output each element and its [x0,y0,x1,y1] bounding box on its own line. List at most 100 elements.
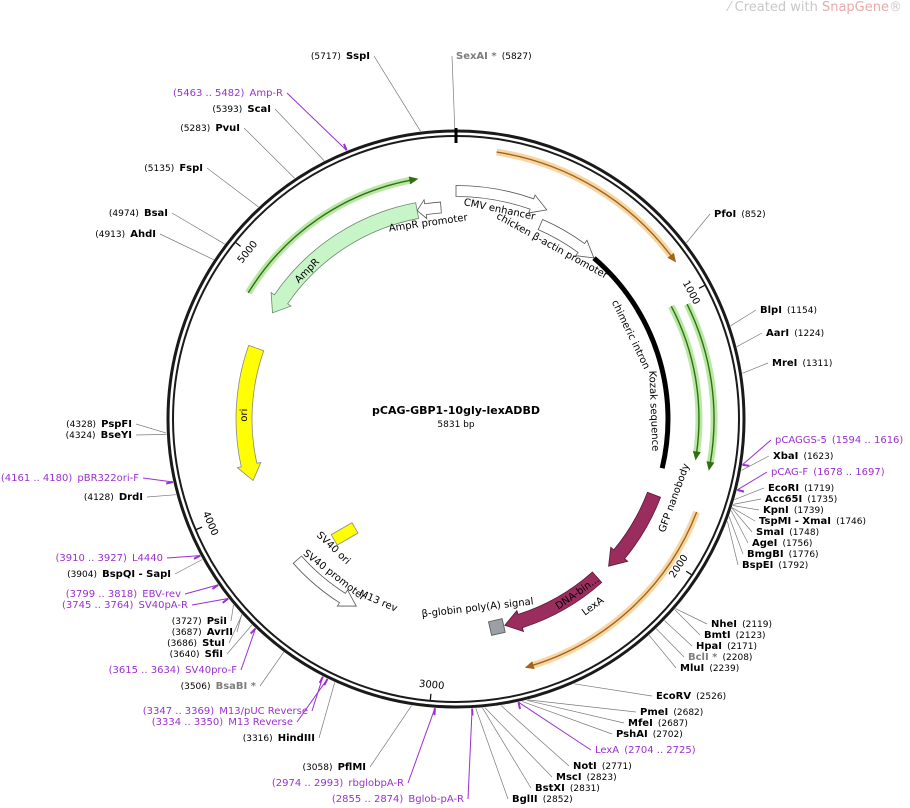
feature-sv40-promoter [292,555,357,607]
site-position: (3687) [172,628,202,638]
site-name: PvuI [215,123,240,134]
site-position: (4974) [109,209,139,219]
site-label-agei: AgeI (1756) [752,531,812,550]
leader-tspmi-xmai [731,507,756,522]
site-name: AgeI [752,538,777,549]
site-position: (5463 .. 5482) [173,88,245,99]
site-name: ScaI [247,104,271,115]
site-label-psii: (3727) PsiI [172,609,227,628]
leader-scai [274,108,325,161]
site-label-rbglobpa-r: (2974 .. 2993) rbglobpA-R [272,771,404,790]
site-label-ecorv: EcoRV (2526) [656,684,726,703]
site-position: (2702) [653,730,683,740]
primer-mark-sv40pro-f [249,627,257,635]
site-name: NotI [573,761,597,772]
leader-bspqi-sapi [174,559,203,575]
site-name: SV40pro-F [185,665,237,676]
site-label-noti: NotI (2771) [573,754,632,773]
leader-sexai [451,55,456,130]
primer-mark-sv40pa-r [222,597,229,604]
site-name: MluI [680,663,704,674]
leader-pflmi [369,705,412,768]
site-name: PfoI [714,209,736,220]
site-label-bspei: BspEI (1792) [742,553,808,572]
site-name: AvrII [207,627,233,638]
feature-label-chimeric-intron: chimeric intron [609,298,652,371]
site-label-sspi: (5717) SspI [311,44,370,63]
feature-lexa [504,571,603,633]
site-position: (1623) [803,452,833,462]
site-position: (2123) [736,631,766,641]
site-name: L4440 [132,553,163,564]
site-leader-layer [135,55,772,800]
feature-ampr-promoter [416,198,442,220]
feature-sv40-ori [330,522,359,546]
leader-bmgbi [728,516,744,555]
tick-4000 [196,526,203,530]
site-position: (1792) [778,561,808,571]
site-position: (1154) [787,306,817,316]
site-label-sv40pa-r: (3745 .. 3764) SV40pA-R [62,593,188,612]
primer-mark-pbr322ori-f [165,481,174,485]
site-label-smai: SmaI (1748) [756,520,819,539]
site-label-bspqi-sapi: (3904) BspQI - SapI [67,562,171,581]
leader-pbr322ori-f [142,477,173,483]
site-name: SexAI * [456,51,497,62]
site-position: (3727) [172,617,202,627]
site-label-bsai: (4974) BsaI [109,201,168,220]
site-name: EcoRI [768,483,799,494]
site-position: (3910 .. 3927) [55,553,127,564]
leader-bsai [171,212,225,245]
feature-label-ori: ori [239,409,250,422]
leader-agei [730,510,749,544]
leader-pmei [528,699,637,713]
leader-mlui [648,635,677,669]
tick-label-3000: 3000 [419,679,445,692]
site-label-sv40pro-f: (3615 .. 3634) SV40pro-F [109,658,238,677]
site-position: (2855 .. 2874) [332,794,404,805]
leader-m13-puc-reverse [311,676,324,712]
site-label-pfoi: PfoI (852) [714,202,766,221]
snapgene-logo-icon: ⁄ [728,0,731,15]
tick-1000 [698,284,705,289]
tick-3000 [429,693,432,700]
leader-bglii [475,708,509,800]
site-label-bcli: BclI * (2208) [688,645,752,664]
orf-arrowhead-1 [667,252,677,263]
leader-msci [484,707,553,778]
site-label-bglii: BglII (2852) [512,787,573,806]
feature-label-lexa: LexA [580,595,606,618]
site-position: (1776) [789,550,819,560]
site-position: (2239) [709,664,739,674]
site-label-m13-reverse: (3334 .. 3350) M13 Reverse [152,710,293,729]
site-position: (2823) [587,773,617,783]
site-name: StuI [202,638,225,649]
site-name: Bglob-pA-R [408,794,464,805]
site-name: SspI [346,51,370,62]
site-label-nhei: NheI (2119) [711,612,772,631]
site-name: PmeI [640,707,668,718]
site-name: M13 Reverse [228,717,293,728]
site-label-blpi: BlpI (1154) [760,298,817,317]
site-position: (5827) [502,52,532,62]
leader-hindiii [318,682,336,739]
tick-label-1000: 1000 [680,279,702,307]
site-position: (2831) [570,784,600,794]
leader-bstxi [482,707,532,789]
leader-pspfi [135,423,167,434]
site-label-scai: (5393) ScaI [212,97,271,116]
site-label-bsabi: (3506) BsaBI * [181,674,257,693]
site-name: BmgBI [747,549,784,560]
primer-mark-lexa [517,701,521,710]
site-position: (4913) [95,230,125,240]
site-name: MscI [556,772,582,783]
orf-line-5 [247,179,412,294]
site-position: (1746) [836,517,866,527]
leader-sv40pro-f [240,628,256,671]
site-name: SV40pA-R [139,600,188,611]
site-label-mfei: MfeI (2687) [628,711,688,730]
leader-pshai [521,701,613,735]
site-position: (5717) [311,52,341,62]
site-position: (1735) [807,495,837,505]
